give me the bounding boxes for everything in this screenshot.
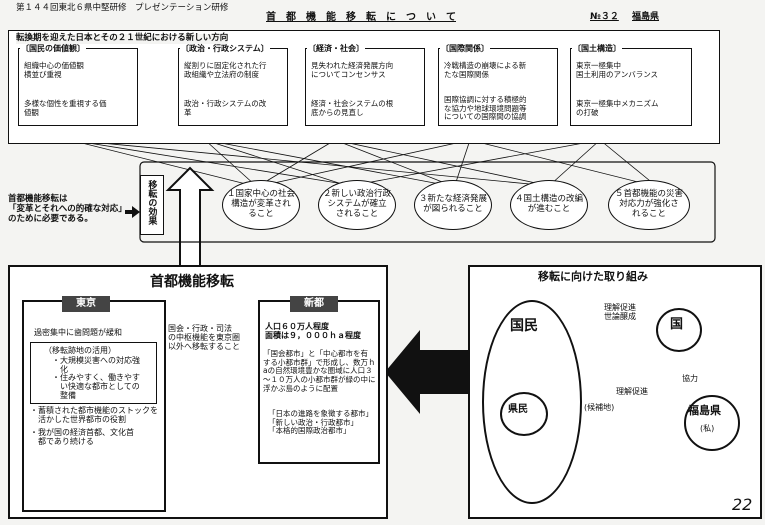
effects-label-box <box>140 175 164 235</box>
course-title: 第１４４回東北６県中堅研修 プレゼンテーション研修 <box>16 3 229 13</box>
kokumin-label: 国民 <box>510 318 538 334</box>
effects-label: 移転の効果 <box>146 180 157 225</box>
top-column-label: 〔政治・行政システム〕 <box>180 44 270 54</box>
new-capital-intro: 人口６０万人程度 面積は９，０００ｈａ程度 <box>265 322 361 341</box>
tokyo-intro: 過密集中に歯問題が緩和 <box>34 328 122 337</box>
top-column-item: 冷戦構造の崩壊による新 たな国際関係 <box>444 61 527 79</box>
effect-2: ２新しい政治行政 システムが確立 されること <box>318 180 396 230</box>
note-arrow <box>125 206 140 218</box>
top-column-label: 〔経済・社会〕 <box>307 44 365 54</box>
tokyo-item-2: ・我が国の経済首都、文化首 都であり続ける <box>30 428 134 447</box>
right-panel-title: 移転に向けた取り組み <box>538 270 648 283</box>
top-column-label: 〔国民の価値観〕 <box>20 44 86 54</box>
page-number: 22 <box>732 495 753 514</box>
new-capital-body: 「国会都市」と「中心都市を有 する小都市群」で形成し、数万ｈ aの自然環境豊かな… <box>263 349 376 393</box>
left-arrow <box>385 330 468 414</box>
effect-4: ４国土構造の改編 が進むこと <box>510 180 588 230</box>
tokyo-box <box>22 300 166 512</box>
kouho-label: (候補地) <box>584 403 615 412</box>
tokyo-label: 東京 <box>62 296 110 312</box>
tokyo-sub-heading: （移転跡地の活用） <box>44 346 116 355</box>
transfer-text: 国会・行政・司法 の中枢機能を東京圏 以外へ移転すること <box>168 324 240 352</box>
top-column-item: 経済・社会システムの根 底からの見直し <box>311 99 394 117</box>
fukushima-label: 福島県 <box>688 404 721 417</box>
kuni-label: 国 <box>670 317 684 332</box>
kenmin-circle <box>500 392 548 436</box>
top-column-4 <box>438 48 558 126</box>
tokyo-sub-item-2: ・住みやすく、働きやす い快適な都市としての 整備 <box>52 373 140 401</box>
top-column-item: 組織中心の価値観 横並び重視 <box>24 61 84 79</box>
arrow-top-label: 理解促進 世論醸成 <box>604 303 636 322</box>
watashi-label: (私) <box>700 424 715 433</box>
top-column-item: 東京一極集中 国土利用のアンバランス <box>576 61 659 79</box>
top-panel-heading: 転換期を迎えた日本とその２１世紀における新しい方向 <box>16 33 229 44</box>
effect-1: １国家中心の社会 構造が変革され ること <box>222 180 300 230</box>
cooperation-label: 協力 <box>682 374 698 383</box>
kenmin-label: 県民 <box>508 404 528 415</box>
tokyo-sub-item-1: ・大規模災害への対応強 化 <box>52 356 140 375</box>
top-column-2 <box>178 48 288 126</box>
arrow-bottom-label: 理解促進 <box>616 387 648 396</box>
main-title: 首都機能移転 <box>150 274 234 290</box>
top-column-item: 見失われた経済発展方向 についてコンセンサス <box>311 61 394 79</box>
tokyo-item-1: ・蓄積された都市機能のストックを 活かした世界都市の役割 <box>30 406 158 425</box>
page-title: 首 都 機 能 移 転 に つ い て <box>266 12 456 23</box>
new-capital-box <box>258 300 380 464</box>
tokyo-sub-box <box>30 342 157 404</box>
top-column-5 <box>570 48 692 126</box>
effect-3: ３新たな経済発展 が図られること <box>414 180 492 230</box>
new-capital-bottom: 「日本の進路を象徴する都市」 「新しい政治・行政都市」 「本格的国際政治都市」 <box>268 409 373 436</box>
top-column-label: 〔国際関係〕 <box>440 44 490 54</box>
side-note: 首都機能移転は 「変革とそれへの的確な対応」 のために必要である。 <box>8 194 127 224</box>
doc-number: №３２ <box>590 12 619 22</box>
new-capital-label: 新都 <box>290 296 338 312</box>
top-column-1 <box>18 48 138 126</box>
top-column-item: 政治・行政システムの改 革 <box>184 99 267 117</box>
effect-5: ５首都機能の災害 対応力が強化さ れること <box>608 180 690 230</box>
top-column-item: 多様な個性を重視する価 値観 <box>24 99 107 117</box>
up-arrow <box>165 166 215 269</box>
top-column-item: 国際協調に対する積極的 な協力や地球環境問題等 についての国際間の協調 <box>444 95 527 122</box>
prefecture-label: 福島県 <box>632 12 660 22</box>
top-column-label: 〔国土構造〕 <box>572 44 622 54</box>
fukushima-circle <box>684 395 740 451</box>
top-column-item: 東京一極集中メカニズム の打破 <box>576 99 659 117</box>
top-column-3 <box>305 48 425 126</box>
top-column-item: 縦割りに固定化された行 政組織や立法府の制度 <box>184 61 267 79</box>
kuni-circle <box>656 308 702 352</box>
